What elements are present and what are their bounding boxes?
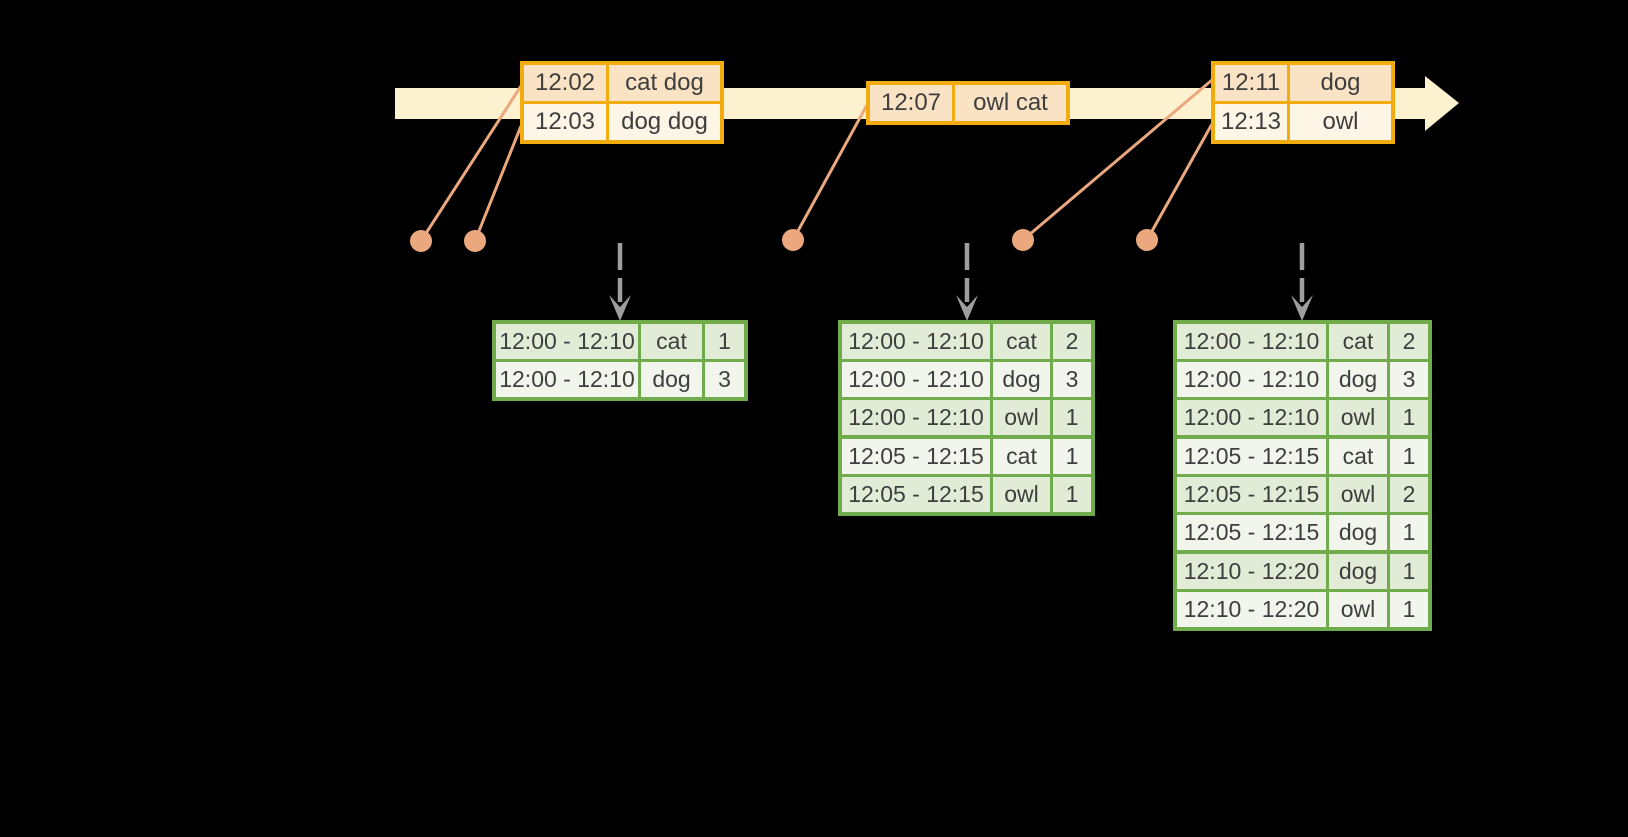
event-connector-lines <box>419 78 1214 242</box>
event-connector-line <box>791 104 869 241</box>
word-cell: dog <box>1329 515 1387 550</box>
event-words-cell: dog dog <box>609 104 720 140</box>
down-arrowhead-icon <box>609 295 631 321</box>
count-cell: 1 <box>1390 439 1428 474</box>
event-dot <box>1012 229 1034 251</box>
count-cell: 1 <box>1053 477 1091 512</box>
window-cell: 12:10 - 12:20 <box>1177 592 1326 627</box>
count-cell: 1 <box>1390 400 1428 435</box>
word-cell: cat <box>1329 324 1387 359</box>
word-cell: cat <box>641 324 702 359</box>
window-cell: 12:00 - 12:10 <box>842 400 990 435</box>
window-cell: 12:10 - 12:20 <box>1177 554 1326 589</box>
event-connector-line <box>419 85 523 242</box>
window-cell: 12:00 - 12:10 <box>1177 400 1326 435</box>
count-cell: 1 <box>1053 439 1091 474</box>
event-dot <box>464 230 486 252</box>
event-time-cell: 12:07 <box>870 85 952 121</box>
word-cell: dog <box>1329 362 1387 397</box>
event-dots <box>410 229 1158 252</box>
event-time-cell: 12:02 <box>524 65 606 101</box>
count-cell: 1 <box>1390 592 1428 627</box>
window-cell: 12:00 - 12:10 <box>842 362 990 397</box>
window-cell: 12:05 - 12:15 <box>842 477 990 512</box>
word-cell: cat <box>1329 439 1387 474</box>
window-cell: 12:05 - 12:15 <box>842 439 990 474</box>
window-cell: 12:05 - 12:15 <box>1177 515 1326 550</box>
word-cell: owl <box>1329 592 1387 627</box>
window-cell: 12:00 - 12:10 <box>842 324 990 359</box>
word-cell: dog <box>641 362 702 397</box>
count-cell: 1 <box>705 324 744 359</box>
event-dot <box>410 230 432 252</box>
count-cell: 3 <box>1390 362 1428 397</box>
word-cell: cat <box>993 324 1050 359</box>
count-cell: 3 <box>1053 362 1091 397</box>
event-words-cell: owl <box>1290 104 1391 140</box>
window-cell: 12:00 - 12:10 <box>1177 324 1326 359</box>
word-cell: owl <box>1329 477 1387 512</box>
event-connector-line <box>1145 123 1214 241</box>
count-cell: 2 <box>1390 477 1428 512</box>
word-cell: owl <box>993 400 1050 435</box>
count-cell: 2 <box>1053 324 1091 359</box>
event-time-cell: 12:13 <box>1215 104 1287 140</box>
word-cell: cat <box>993 439 1050 474</box>
down-arrowhead-icon <box>956 295 978 321</box>
word-cell: owl <box>1329 400 1387 435</box>
window-cell: 12:00 - 12:10 <box>496 324 638 359</box>
window-cell: 12:00 - 12:10 <box>1177 362 1326 397</box>
event-connector-line <box>473 125 523 242</box>
count-cell: 1 <box>1390 515 1428 550</box>
word-cell: dog <box>993 362 1050 397</box>
timeline-arrowhead-icon <box>1425 76 1459 131</box>
down-arrowhead-icon <box>1291 295 1313 321</box>
event-words-cell: cat dog <box>609 65 720 101</box>
event-dot <box>782 229 804 251</box>
count-cell: 2 <box>1390 324 1428 359</box>
count-cell: 3 <box>705 362 744 397</box>
event-dot <box>1136 229 1158 251</box>
word-cell: dog <box>1329 554 1387 589</box>
trigger-arrows <box>609 243 1313 321</box>
window-cell: 12:05 - 12:15 <box>1177 477 1326 512</box>
event-connector-line <box>1022 78 1213 242</box>
word-cell: owl <box>993 477 1050 512</box>
window-cell: 12:05 - 12:15 <box>1177 439 1326 474</box>
count-cell: 1 <box>1053 400 1091 435</box>
event-time-cell: 12:11 <box>1215 65 1287 101</box>
event-words-cell: dog <box>1290 65 1391 101</box>
event-words-cell: owl cat <box>955 85 1066 121</box>
count-cell: 1 <box>1390 554 1428 589</box>
window-cell: 12:00 - 12:10 <box>496 362 638 397</box>
event-time-cell: 12:03 <box>524 104 606 140</box>
